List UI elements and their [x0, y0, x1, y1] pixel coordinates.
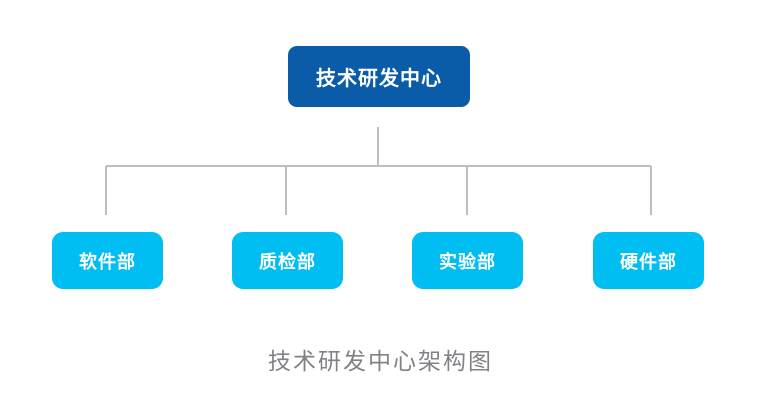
- node-root-label: 技术研发中心: [316, 68, 442, 90]
- diagram-caption: 技术研发中心架构图: [268, 348, 493, 374]
- node-child-quality-label: 质检部: [259, 251, 316, 272]
- node-child-lab[interactable]: 实验部: [412, 232, 523, 289]
- node-child-quality[interactable]: 质检部: [232, 232, 343, 289]
- node-child-software-label: 软件部: [79, 251, 136, 272]
- node-child-hardware[interactable]: 硬件部: [593, 232, 704, 289]
- node-child-hardware-label: 硬件部: [620, 251, 677, 272]
- node-child-lab-label: 实验部: [439, 251, 496, 272]
- node-root[interactable]: 技术研发中心: [288, 46, 470, 107]
- node-child-software[interactable]: 软件部: [52, 232, 163, 289]
